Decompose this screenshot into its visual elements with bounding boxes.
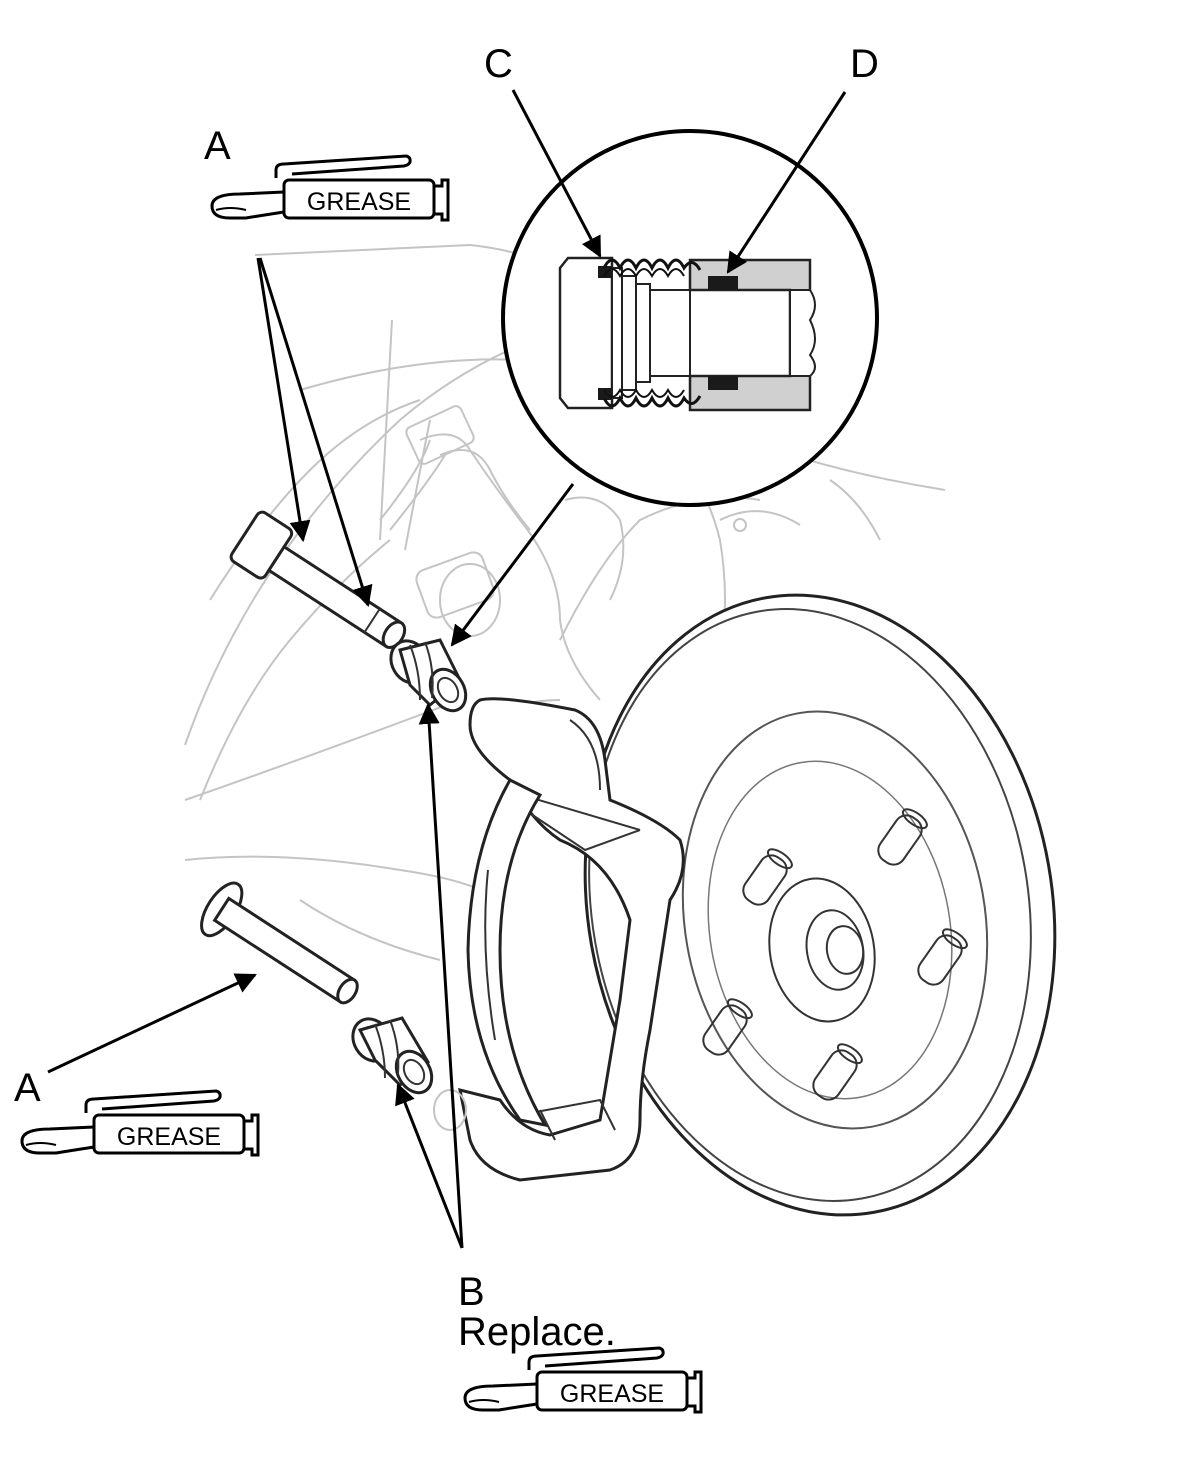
brake-pad — [466, 778, 549, 1128]
leader-lines — [47, 89, 847, 1249]
pointer-a-top-to-pin-head — [256, 257, 311, 543]
grease-icon: GREASE — [20, 1089, 260, 1157]
svg-text:GREASE: GREASE — [307, 188, 411, 216]
detail-magnifier — [501, 129, 879, 507]
upper-guide-pin — [229, 510, 407, 649]
pointer-b-lower-boot — [395, 1083, 464, 1249]
upper-pin-boot — [389, 638, 468, 713]
wheel-studs — [702, 808, 968, 1101]
wheel-hub — [768, 877, 876, 1023]
label-a-top: A — [204, 124, 231, 168]
lower-pin-boot — [351, 1016, 467, 1131]
label-b: B — [458, 1270, 485, 1314]
pointer-detail-callout — [450, 483, 575, 647]
label-b-note: Replace. — [458, 1310, 616, 1354]
brake-disc — [583, 593, 1057, 1217]
label-d: D — [850, 42, 879, 86]
pointer-a-bottom — [47, 973, 257, 1074]
grease-icon: GREASE — [210, 154, 450, 222]
grease-icon: GREASE — [463, 1346, 703, 1414]
svg-text:GREASE: GREASE — [560, 1380, 664, 1408]
pointer-b-upper-boot — [418, 702, 464, 1249]
label-c: C — [484, 42, 513, 86]
pointer-c — [511, 89, 602, 258]
lower-guide-pin — [200, 881, 359, 1005]
pointer-d — [726, 91, 847, 274]
pointer-a-top-to-pin-tip — [258, 257, 373, 608]
label-a-bottom: A — [14, 1066, 41, 1110]
svg-text:GREASE: GREASE — [117, 1123, 221, 1151]
